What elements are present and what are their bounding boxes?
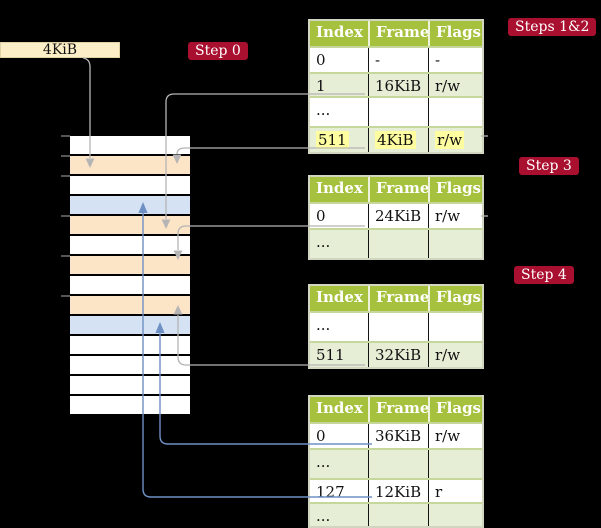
memory-frame-row-white	[70, 336, 190, 356]
cell-index: 1	[316, 77, 326, 95]
memory-frame-row-white	[70, 356, 190, 376]
cell-flags	[428, 504, 482, 526]
table-row: 0 - -	[310, 46, 482, 72]
step4-label: Step 4	[514, 266, 574, 284]
cell-frame	[368, 313, 428, 341]
table-row: 0 36KiB r/w	[310, 422, 482, 448]
cell-index: 0	[316, 427, 326, 445]
root-table-pointer-label: 4KiB	[42, 42, 78, 58]
cell-index: 0	[316, 207, 326, 225]
column-header-index: Index	[316, 23, 363, 41]
cell-frame	[368, 504, 428, 526]
table-row: ...	[310, 502, 482, 526]
table-row: ...	[310, 311, 482, 341]
cell-flags: r	[428, 480, 482, 502]
cell-flags: r/w	[428, 204, 482, 228]
cell-index: ...	[316, 507, 331, 525]
highlight: 511	[316, 131, 349, 149]
page-table-4: Index Frame Flags 0 36KiB r/w ... 127 12…	[308, 395, 484, 528]
column-header-frame: Frame	[368, 286, 429, 311]
cell-flags	[428, 313, 482, 341]
table-header-row: Index Frame Flags	[310, 397, 482, 422]
cell-frame: 24KiB	[368, 204, 428, 228]
memory-frame-row-peach	[70, 296, 190, 316]
memory-frame-row-white	[70, 376, 190, 396]
memory-frame-row-white	[70, 236, 190, 256]
memory-frame-row-white	[70, 136, 190, 156]
cell-index: 511	[310, 128, 368, 152]
steps1and2-label: Steps 1&2	[508, 18, 597, 36]
column-header-frame: Frame	[368, 397, 429, 422]
table-header-row: Index Frame Flags	[310, 21, 482, 46]
table-row: 511 32KiB r/w	[310, 341, 482, 367]
memory-frame-row-white	[70, 396, 190, 416]
cell-index: ...	[316, 316, 331, 334]
cell-index: 127	[316, 483, 345, 501]
cell-flags: r/w	[428, 128, 482, 152]
cell-frame: 16KiB	[368, 74, 428, 96]
cell-flags: r/w	[428, 74, 482, 96]
cell-frame: 32KiB	[368, 343, 428, 367]
table-row: 127 12KiB r	[310, 478, 482, 502]
table-header-row: Index Frame Flags	[310, 286, 482, 311]
column-header-flags: Flags	[428, 397, 482, 422]
cell-frame	[368, 450, 428, 478]
memory-frame-row-peach	[70, 156, 190, 176]
memory-frame-row-white	[70, 176, 190, 196]
highlight: r/w	[435, 131, 465, 149]
cell-index: ...	[316, 453, 331, 471]
table-row: ...	[310, 448, 482, 478]
cell-flags	[428, 450, 482, 478]
memory-frame-row-peach	[70, 216, 190, 236]
cell-index: 511	[316, 346, 345, 364]
cell-flags: r/w	[428, 343, 482, 367]
cell-frame: 36KiB	[368, 424, 428, 448]
cell-frame: 12KiB	[368, 480, 428, 502]
page-table-2: Index Frame Flags 0 24KiB r/w ...	[308, 175, 484, 260]
column-header-index: Index	[316, 399, 363, 417]
address-tick-marks	[61, 135, 70, 297]
memory-column	[70, 136, 190, 416]
table-row-highlighted: 511 4KiB r/w	[310, 126, 482, 152]
table-row: 1 16KiB r/w	[310, 72, 482, 96]
step3-label: Step 3	[519, 157, 579, 175]
cell-frame: 4KiB	[368, 128, 428, 152]
column-header-flags: Flags	[428, 177, 482, 202]
cell-frame	[368, 98, 428, 126]
cell-flags: r/w	[428, 424, 482, 448]
cell-frame: -	[368, 48, 428, 72]
cell-flags: -	[428, 48, 482, 72]
cell-flags	[428, 230, 482, 258]
cell-index: ...	[316, 101, 331, 119]
memory-frame-row-white	[70, 276, 190, 296]
column-header-frame: Frame	[368, 177, 429, 202]
cell-flags	[428, 98, 482, 126]
column-header-index: Index	[316, 288, 363, 306]
memory-frame-row-peach	[70, 256, 190, 276]
root-table-pointer-box: 4KiB	[0, 42, 120, 58]
table-row: ...	[310, 228, 482, 258]
memory-frame-row-blue	[70, 316, 190, 336]
table-row: ...	[310, 96, 482, 126]
column-header-flags: Flags	[428, 286, 482, 311]
cell-index: 0	[316, 51, 326, 69]
column-header-flags: Flags	[428, 21, 482, 46]
highlight: 4KiB	[375, 131, 416, 149]
step0-label: Step 0	[188, 42, 248, 60]
cell-frame	[368, 230, 428, 258]
page-table-1: Index Frame Flags 0 - - 1 16KiB r/w ... …	[308, 19, 484, 154]
column-header-index: Index	[316, 179, 363, 197]
memory-frame-row-blue	[70, 196, 190, 216]
table-header-row: Index Frame Flags	[310, 177, 482, 202]
page-table-3: Index Frame Flags ... 511 32KiB r/w	[308, 284, 484, 369]
table-row: 0 24KiB r/w	[310, 202, 482, 228]
cell-index: ...	[316, 233, 331, 251]
column-header-frame: Frame	[368, 21, 429, 46]
